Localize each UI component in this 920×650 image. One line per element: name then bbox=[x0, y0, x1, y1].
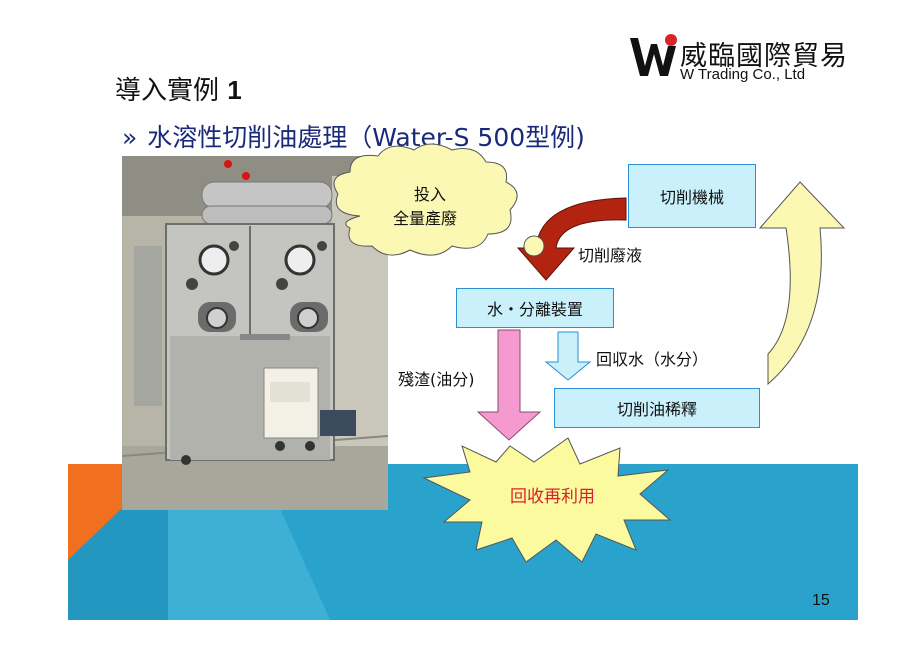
waste-liquid-label: 切削廢液 bbox=[578, 246, 643, 265]
w-logo-icon bbox=[630, 34, 677, 76]
input-cloud-shape bbox=[333, 143, 518, 256]
waste-droplet-icon bbox=[523, 235, 545, 257]
recovered-water-label: 回収水（水分） bbox=[596, 350, 709, 369]
waste-liquid-arrow bbox=[516, 197, 627, 281]
subtitle-text: 水溶性切削油處理（Water-S 500型例) bbox=[147, 123, 585, 152]
slide-title-number: 1 bbox=[227, 75, 242, 105]
bullet-icon: » bbox=[122, 123, 138, 152]
recycle-label: 回收再利用 bbox=[510, 487, 595, 507]
separator-box: 水・分離裝置 bbox=[456, 288, 614, 328]
company-name-en: W Trading Co., Ltd bbox=[680, 66, 806, 83]
recovered-water-arrow bbox=[544, 331, 592, 381]
cutting-machine-box: 切削機械 bbox=[628, 164, 756, 228]
equipment-photo bbox=[122, 156, 388, 510]
return-arrow bbox=[758, 181, 846, 386]
slide-title: 導入實例 1 bbox=[115, 70, 242, 107]
residue-label: 殘渣(油分) bbox=[398, 370, 475, 389]
company-name-cn: 威臨國際貿易 bbox=[680, 41, 848, 72]
slide-title-text: 導入實例 bbox=[115, 76, 220, 106]
page-number: 15 bbox=[812, 592, 830, 609]
slide-subtitle: » 水溶性切削油處理（Water-S 500型例) bbox=[122, 118, 585, 154]
residue-arrow bbox=[476, 329, 542, 441]
recycle-burst-shape bbox=[422, 437, 672, 563]
cloud-label-line2: 全量產廢 bbox=[393, 209, 458, 228]
dilution-box: 切削油稀釋 bbox=[554, 388, 760, 428]
cloud-label-line1: 投入 bbox=[414, 185, 447, 204]
company-logo: 威臨國際貿易 W Trading Co., Ltd bbox=[628, 32, 858, 92]
